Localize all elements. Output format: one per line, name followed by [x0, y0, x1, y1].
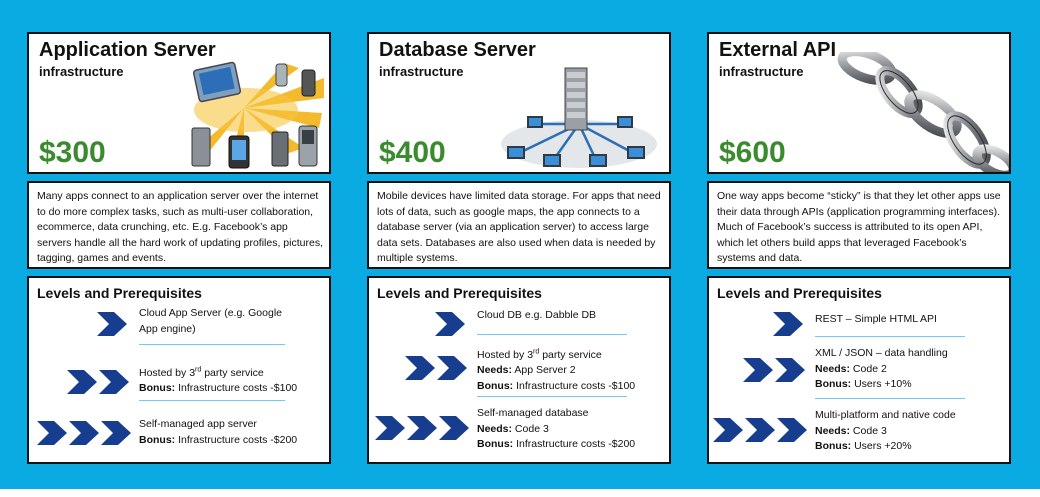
chevron-right-icon [773, 312, 803, 336]
bonus-value: Users +10% [851, 378, 912, 390]
bonus-label: Bonus: [815, 440, 852, 452]
chevron-right-icon [405, 356, 435, 380]
bonus-value: Infrastructure costs -$100 [513, 379, 636, 392]
needs-value: App Server 2 [512, 364, 576, 376]
card-description-box: One way apps become “sticky” is that the… [707, 181, 1011, 269]
needs-label: Needs: [477, 422, 513, 435]
card-subtitle: infrastructure [379, 64, 464, 79]
chevron-right-icon [69, 421, 99, 445]
card-price: $300 [39, 136, 106, 169]
needs-label: Needs: [815, 424, 851, 437]
levels-heading: Levels and Prerequisites [37, 285, 202, 301]
needs-label: Needs: [815, 362, 851, 375]
card-price: $400 [379, 136, 446, 169]
card-description-box: Mobile devices have limited data storage… [367, 181, 671, 269]
chevron-right-icon [435, 312, 465, 336]
chevron-right-icon [407, 416, 437, 440]
needs-value: Code 2 [850, 362, 887, 375]
chevron-right-icon [97, 312, 127, 336]
chevron-right-icon [745, 418, 775, 442]
database-network-illustration [501, 67, 657, 168]
bonus-label: Bonus: [139, 382, 176, 394]
separator [815, 398, 965, 399]
chevron-right-icon [375, 416, 405, 440]
card-title: Application Server [39, 39, 216, 61]
levels-heading: Levels and Prerequisites [377, 285, 542, 301]
card-subtitle: infrastructure [39, 64, 124, 79]
card-description: Mobile devices have limited data storage… [377, 190, 661, 264]
needs-label: Needs: [477, 364, 513, 376]
level-1-line2: App engine) [139, 322, 196, 335]
level-3-line1: Self-managed database [477, 407, 589, 419]
level-1-line1: REST – Simple HTML API [815, 313, 937, 325]
bonus-value: Infrastructure costs -$100 [175, 382, 298, 394]
card-title: Database Server [379, 39, 536, 61]
bonus-value: Infrastructure costs -$200 [513, 438, 636, 450]
levels-box: Levels and Prerequisites REST – Simple H… [707, 276, 1011, 464]
level-2-line1: Hosted by 3rd party service [139, 366, 264, 379]
chevron-right-icon [67, 370, 97, 394]
card-description: Many apps connect to an application serv… [37, 190, 323, 264]
levels-heading: Levels and Prerequisites [717, 285, 882, 301]
bonus-value: Infrastructure costs -$200 [175, 433, 298, 446]
chevron-right-icon [743, 358, 773, 382]
separator [139, 400, 285, 401]
level-2-line1: Hosted by 3rd party service [477, 348, 602, 361]
card-description: One way apps become “sticky” is that the… [717, 190, 1001, 264]
level-3-line1: Multi-platform and native code [815, 409, 956, 421]
levels-box: Levels and Prerequisites Cloud App Serve… [27, 276, 331, 464]
card-title: External API [719, 39, 837, 61]
bonus-value: Users +20% [851, 440, 912, 452]
separator [815, 336, 965, 337]
card-subtitle: infrastructure [719, 64, 804, 79]
chevron-right-icon [777, 418, 807, 442]
card-header: Database Server infrastructure $400 [367, 32, 671, 174]
chain-illustration [837, 52, 1009, 172]
bonus-label: Bonus: [477, 379, 514, 392]
bonus-label: Bonus: [815, 378, 852, 390]
chevron-right-icon [437, 356, 467, 380]
chevron-right-icon [37, 421, 67, 445]
bonus-label: Bonus: [477, 438, 514, 450]
separator [477, 334, 627, 335]
needs-value: Code 3 [850, 424, 887, 437]
needs-value: Code 3 [512, 422, 549, 435]
level-3-line1: Self-managed app server [139, 418, 257, 430]
bottom-strip [0, 489, 1040, 497]
chevron-right-icon [775, 358, 805, 382]
levels-box: Levels and Prerequisites Cloud DB e.g. D… [367, 276, 671, 464]
chevron-right-icon [101, 421, 131, 445]
card-description-box: Many apps connect to an application serv… [27, 181, 331, 269]
separator [477, 396, 627, 397]
chevron-right-icon [713, 418, 743, 442]
card-header: External API infrastructure $600 [707, 32, 1011, 174]
level-2-line1: XML / JSON – data handling [815, 347, 948, 359]
level-1-line1: Cloud DB e.g. Dabble DB [477, 309, 597, 321]
separator [139, 344, 285, 345]
chevron-right-icon [439, 416, 469, 440]
card-price: $600 [719, 136, 786, 169]
level-1-line1: Cloud App Server (e.g. Google [139, 307, 283, 319]
chevron-right-icon [99, 370, 129, 394]
bonus-label: Bonus: [139, 433, 176, 446]
mobile-devices-illustration [191, 61, 324, 169]
card-header: Application Server infrastructure $300 [27, 32, 331, 174]
